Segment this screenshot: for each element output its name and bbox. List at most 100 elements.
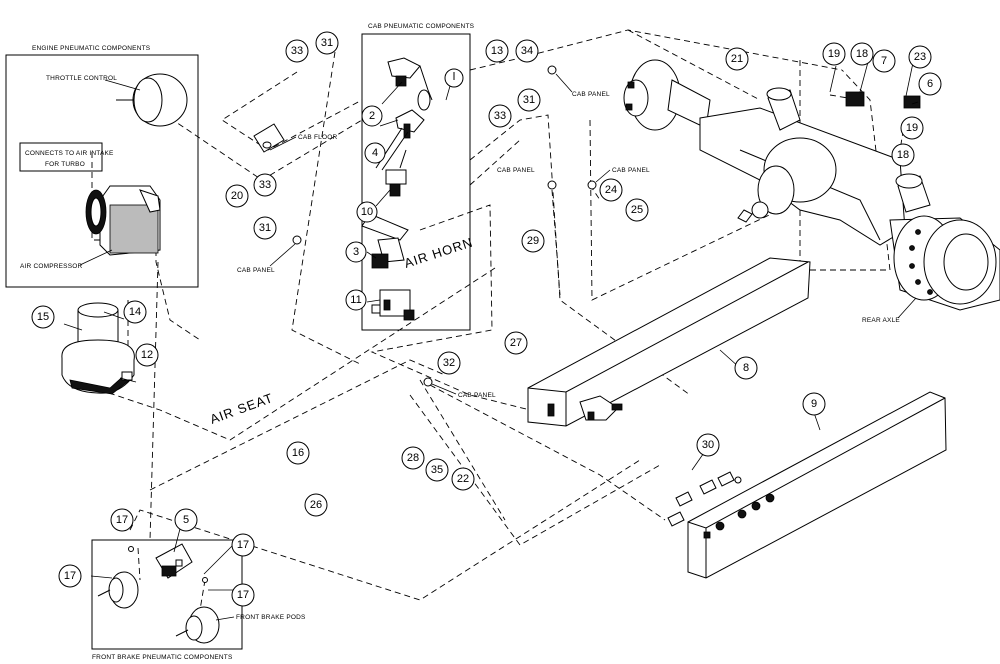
air-line-21 — [627, 29, 761, 101]
svg-text:9: 9 — [811, 398, 817, 410]
air-line-front-pods — [137, 547, 206, 611]
callout-21: 21 — [725, 47, 749, 71]
callout-20: 20 — [225, 184, 249, 208]
front-brake-pod-right — [175, 606, 220, 644]
callout-10: 10 — [356, 201, 378, 223]
air-seat-label: AIR SEAT — [208, 390, 275, 427]
air-line-22 — [429, 384, 666, 521]
callout-24: 24 — [599, 178, 623, 202]
callout-31-mid: 31 — [517, 88, 541, 112]
svg-text:17: 17 — [64, 570, 76, 582]
svg-text:17: 17 — [116, 514, 128, 526]
svg-text:6: 6 — [927, 78, 933, 90]
svg-text:26: 26 — [310, 499, 322, 511]
svg-text:29: 29 — [527, 235, 539, 247]
air-line-16 — [149, 261, 160, 541]
cab-panel-label-1: CAB PANEL — [237, 267, 275, 274]
air-compressor-part — [85, 185, 161, 256]
callout-34: 34 — [515, 39, 539, 63]
air-line-29 — [551, 189, 561, 296]
callout-3: 3 — [345, 241, 367, 263]
cab-floor-fitting — [253, 123, 285, 153]
cab-panel-label-4: CAB PANEL — [612, 167, 650, 174]
svg-text:23: 23 — [914, 51, 926, 63]
svg-text:19: 19 — [828, 48, 840, 60]
svg-text:3: 3 — [353, 246, 359, 258]
callout-7: 7 — [872, 49, 896, 73]
rear-axle-part — [623, 59, 1000, 311]
callout-33-mid: 33 — [253, 173, 277, 197]
engine-group-title: ENGINE PNEUMATIC COMPONENTS — [32, 45, 151, 52]
air-line-31-upper — [291, 51, 363, 366]
cab-group-frame — [361, 33, 471, 331]
svg-text:31: 31 — [259, 222, 271, 234]
cab-group-title: CAB PNEUMATIC COMPONENTS — [368, 23, 475, 30]
callout-12: 12 — [135, 343, 159, 367]
callout-17-a: 17 — [110, 508, 134, 532]
svg-text:12: 12 — [141, 349, 153, 361]
cab-panel-label-2: CAB PANEL — [572, 91, 610, 98]
svg-text:35: 35 — [431, 464, 443, 476]
svg-text:4: 4 — [372, 147, 378, 159]
svg-text:24: 24 — [605, 184, 617, 196]
air-horn-label: AIR HORN — [402, 234, 475, 270]
callout-31-left: 31 — [253, 216, 277, 240]
cab-part-11-valve — [371, 289, 415, 321]
callout-16: 16 — [286, 441, 310, 465]
callout-23: 23 — [908, 45, 932, 69]
cab-part-3-pedal — [361, 213, 409, 269]
svg-text:34: 34 — [521, 45, 533, 57]
cab-part-4-valve — [375, 109, 425, 171]
callout-6: 6 — [918, 72, 942, 96]
callout-17-d: 17 — [231, 583, 255, 607]
callout-26: 26 — [304, 493, 328, 517]
svg-text:33: 33 — [291, 45, 303, 57]
callout-29: 29 — [521, 229, 545, 253]
engine-group-frame — [5, 54, 199, 288]
callout-15: 15 — [31, 305, 55, 329]
svg-text:13: 13 — [491, 45, 503, 57]
frame-rail-9 — [687, 391, 947, 579]
air-line-compressor — [155, 200, 201, 341]
fittings-30 — [667, 471, 742, 527]
svg-text:2: 2 — [369, 110, 375, 122]
svg-text:18: 18 — [856, 48, 868, 60]
cab-panel-label-5: CAB PANEL — [458, 392, 496, 399]
front-brake-pod-left — [97, 571, 139, 609]
svg-text:28: 28 — [407, 452, 419, 464]
callout-18-right: 18 — [891, 143, 915, 167]
svg-text:27: 27 — [510, 337, 522, 349]
callout-11: 11 — [345, 289, 367, 311]
connects-note-line1: CONNECTS TO AIR INTAKE — [25, 150, 114, 157]
callout-4b: 4 — [364, 142, 386, 164]
cab-panel-fittings — [292, 65, 597, 387]
air-line-26 — [129, 459, 641, 601]
callout-13: 13 — [485, 39, 509, 63]
cab-part-10-valve — [385, 149, 407, 197]
cab-part-2-valve — [387, 57, 433, 111]
svg-text:31: 31 — [523, 94, 535, 106]
svg-text:16: 16 — [292, 447, 304, 459]
callout-14: 14 — [123, 300, 147, 324]
svg-text:33: 33 — [494, 110, 506, 122]
svg-text:25: 25 — [631, 204, 643, 216]
air-line-33-top — [221, 71, 363, 151]
svg-text:11: 11 — [350, 294, 361, 306]
svg-text:18: 18 — [897, 149, 909, 161]
throttle-control-label: THROTTLE CONTROL — [46, 75, 117, 82]
callout-33-top: 33 — [285, 39, 309, 63]
callout-9: 9 — [802, 392, 826, 416]
air-line-air-seat — [69, 267, 496, 441]
front-brake-pods-label: FRONT BRAKE PODS — [236, 614, 306, 621]
svg-text:10: 10 — [361, 206, 373, 218]
cab-floor-label: CAB FLOOR — [298, 134, 337, 141]
air-line-25 — [589, 119, 791, 301]
svg-text:21: 21 — [731, 53, 743, 65]
callout-17-b: 17 — [231, 533, 255, 557]
svg-text:19: 19 — [906, 122, 918, 134]
callout-30: 30 — [696, 433, 720, 457]
svg-text:17: 17 — [237, 539, 249, 551]
air-line-28 — [419, 379, 506, 521]
air-line-33-mid — [469, 139, 521, 186]
